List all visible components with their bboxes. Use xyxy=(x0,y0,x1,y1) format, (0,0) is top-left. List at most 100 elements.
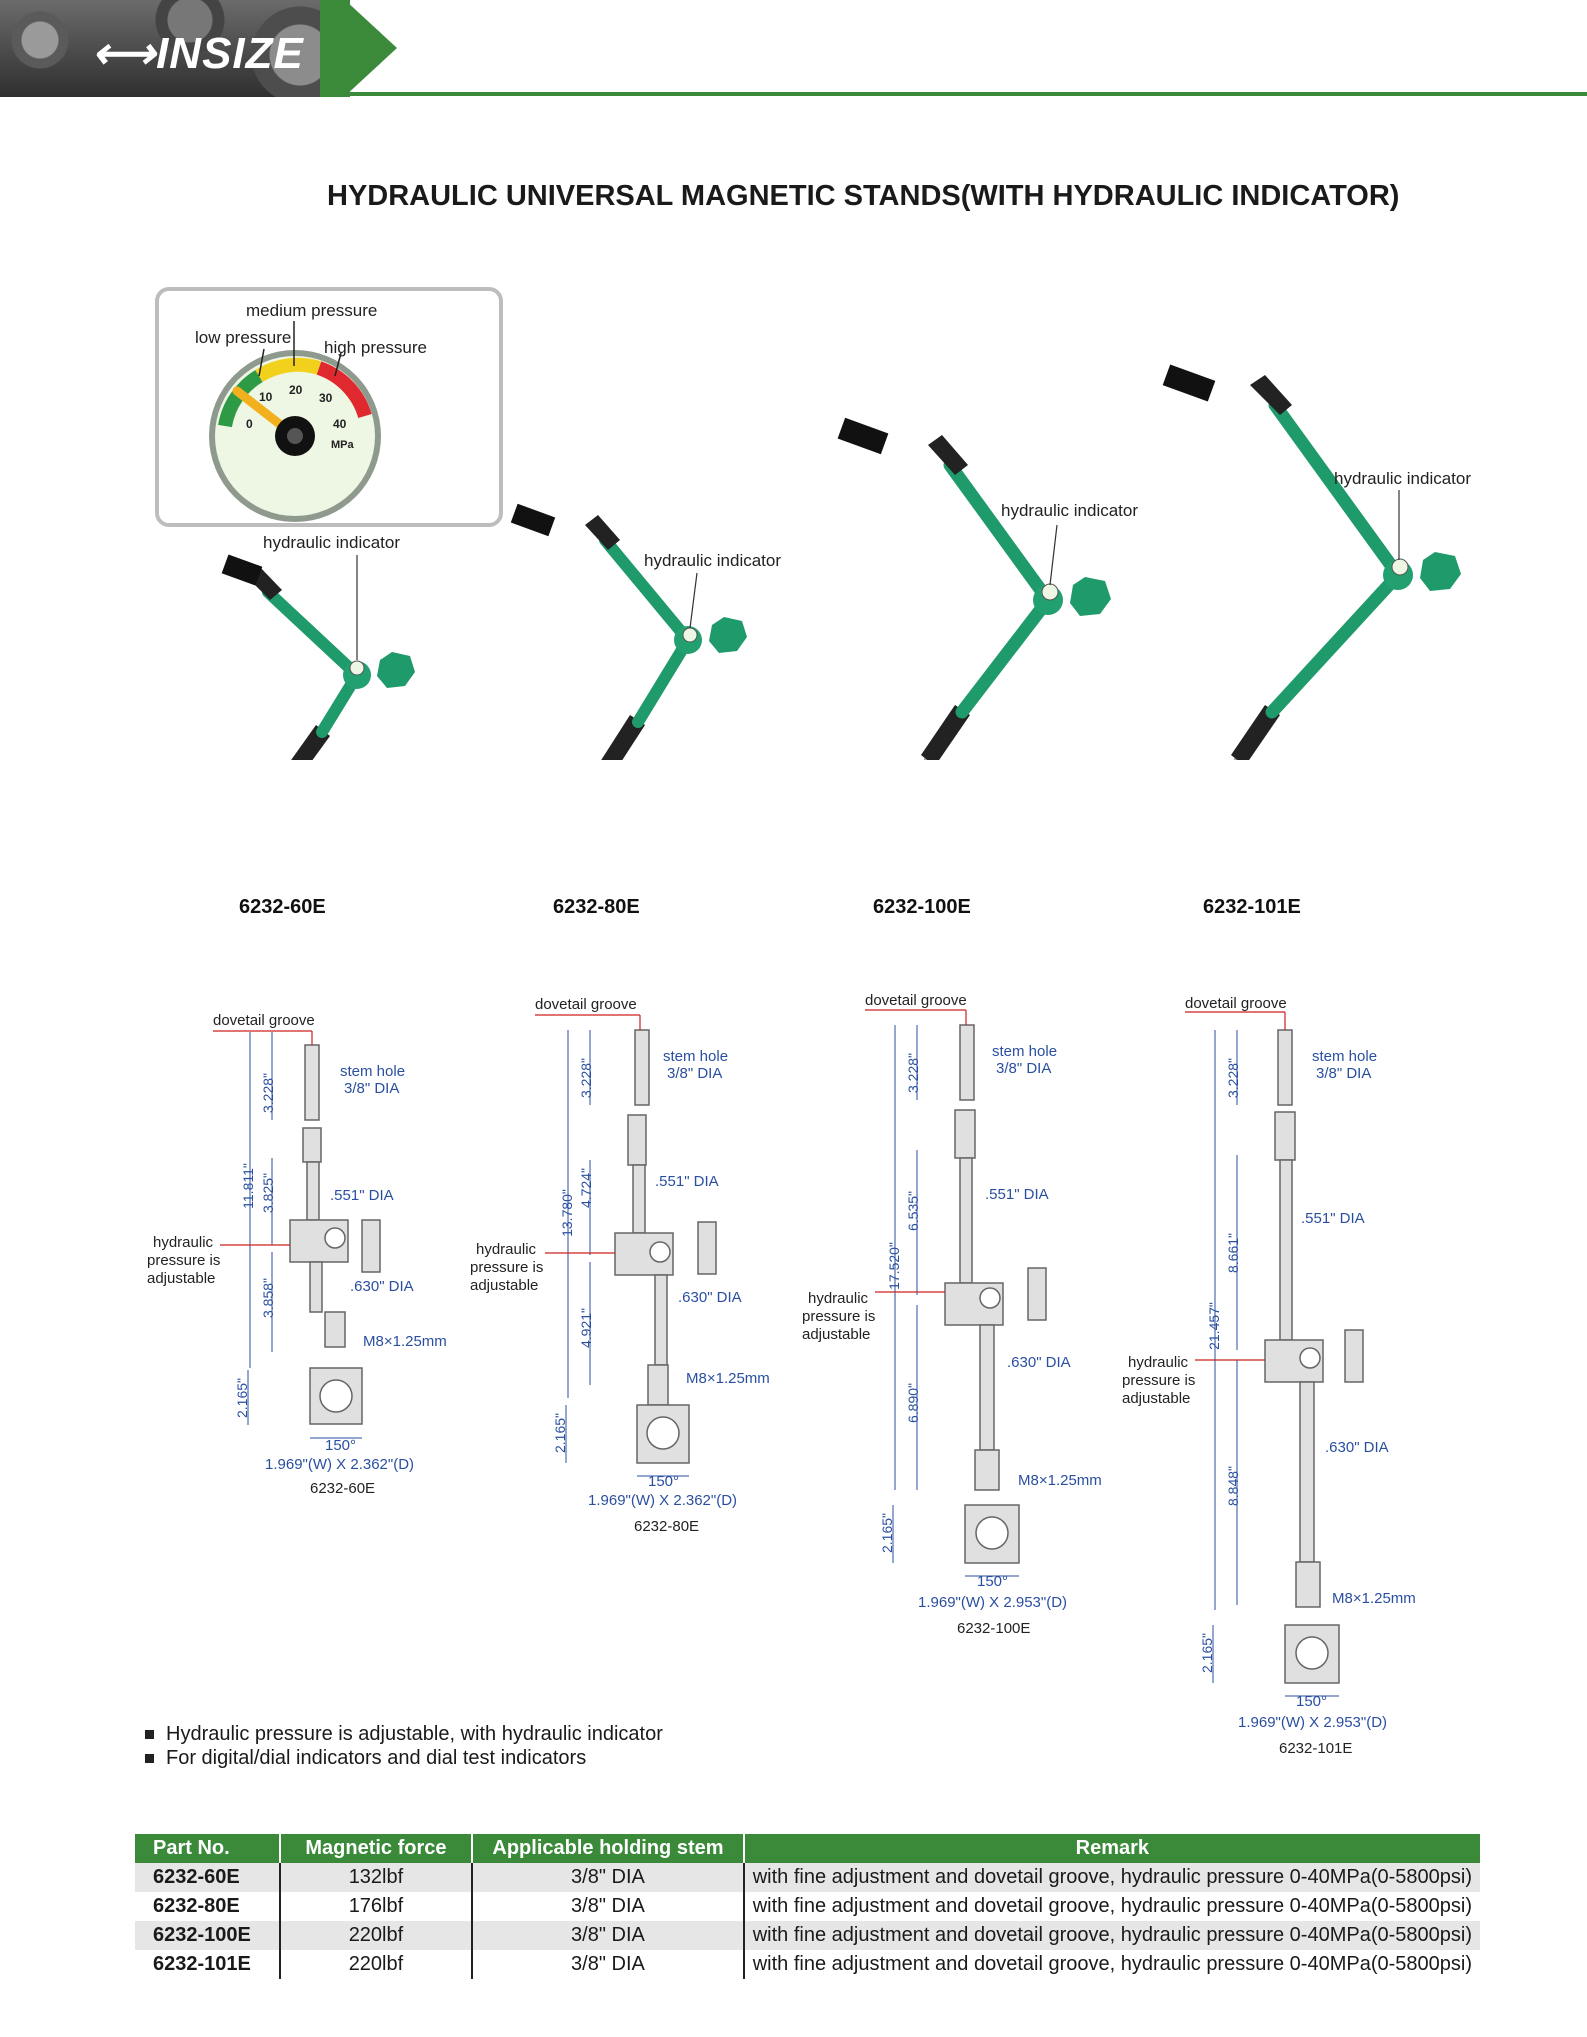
pressure-label: pressure is xyxy=(1122,1372,1196,1389)
stem-hole-label: stem hole xyxy=(663,1048,729,1065)
drawing-model-label: 6232-100E xyxy=(957,1620,1031,1637)
rod-diameter-label: .630" DIA xyxy=(1325,1439,1389,1456)
table-cell: 6232-80E xyxy=(135,1892,281,1921)
header-photo xyxy=(0,0,345,97)
pressure-label: hydraulic xyxy=(808,1290,869,1307)
hydraulic-indicator-label: hydraulic indicator xyxy=(1334,469,1472,488)
angle-label: 150° xyxy=(325,1437,357,1454)
feature-list: Hydraulic pressure is adjustable, with h… xyxy=(145,1722,663,1770)
dimension-base: 2.165" xyxy=(552,1412,569,1454)
dimension-top: 3.228" xyxy=(260,1072,277,1114)
table-row: 6232-60E 132lbf 3/8" DIA with fine adjus… xyxy=(135,1863,1480,1892)
table-cell: 6232-101E xyxy=(135,1950,281,1979)
dovetail-groove-label: dovetail groove xyxy=(865,992,967,1009)
feature-item: Hydraulic pressure is adjustable, with h… xyxy=(145,1722,663,1746)
stem-hole-label: stem hole xyxy=(340,1063,406,1080)
spec-table: Part No. Magnetic force Applicable holdi… xyxy=(135,1834,1480,1979)
dimension-top: 3.228" xyxy=(578,1057,595,1099)
base-size-label: 1.969"(W) X 2.953"(D) xyxy=(1238,1714,1388,1731)
gauge-tick: 20 xyxy=(289,383,303,397)
table-cell: with fine adjustment and dovetail groove… xyxy=(743,1892,1480,1921)
feature-item: For digital/dial indicators and dial tes… xyxy=(145,1746,663,1770)
pressure-gauge-icon: 0 10 20 30 40 MPa xyxy=(209,321,381,522)
table-cell: 176lbf xyxy=(279,1892,474,1921)
stand-photo-101e xyxy=(1162,364,1461,760)
dimension-total: 11.811" xyxy=(239,1163,256,1209)
bullet-icon xyxy=(145,1729,154,1739)
table-cell: 132lbf xyxy=(279,1863,474,1892)
model-name: 6232-80E xyxy=(553,896,640,918)
hydraulic-indicator-label: hydraulic indicator xyxy=(644,551,782,570)
hydraulic-indicator-label: hydraulic indicator xyxy=(263,533,401,552)
header-arrow xyxy=(345,0,397,96)
dovetail-groove-label: dovetail groove xyxy=(213,1012,315,1029)
thread-label: M8×1.25mm xyxy=(1018,1472,1102,1489)
pressure-label: adjustable xyxy=(802,1326,871,1343)
model-name: 6232-60E xyxy=(239,896,326,918)
pressure-label: adjustable xyxy=(147,1270,216,1287)
table-cell: 220lbf xyxy=(279,1950,474,1979)
dovetail-groove-label: dovetail groove xyxy=(1185,995,1287,1012)
rod-diameter-label: .551" DIA xyxy=(1301,1210,1365,1227)
dimension-upper: 3.825" xyxy=(260,1172,277,1214)
rod-diameter-label: .630" DIA xyxy=(678,1289,742,1306)
dimension-lower: 4.921" xyxy=(578,1307,595,1349)
column-header: Remark xyxy=(743,1834,1480,1863)
drawing-model-label: 6232-80E xyxy=(634,1518,700,1535)
brand-logo: ⟷INSIZE xyxy=(92,29,304,78)
table-cell: 6232-60E xyxy=(135,1863,281,1892)
header-rule xyxy=(345,92,1587,96)
base-size-label: 1.969"(W) X 2.362"(D) xyxy=(588,1492,738,1509)
dovetail-groove-label: dovetail groove xyxy=(535,996,637,1013)
table-cell: 3/8" DIA xyxy=(472,1863,745,1892)
base-size-label: 1.969"(W) X 2.362"(D) xyxy=(265,1456,415,1473)
table-cell: 3/8" DIA xyxy=(472,1892,745,1921)
low-pressure-label: low pressure xyxy=(195,328,292,347)
pressure-label: adjustable xyxy=(1122,1390,1191,1407)
table-cell: with fine adjustment and dovetail groove… xyxy=(743,1863,1480,1892)
table-header-row: Part No. Magnetic force Applicable holdi… xyxy=(135,1834,1480,1863)
drawing-model-label: 6232-60E xyxy=(310,1480,376,1497)
table-row: 6232-80E 176lbf 3/8" DIA with fine adjus… xyxy=(135,1892,1480,1921)
thread-label: M8×1.25mm xyxy=(686,1370,770,1387)
dimension-base: 2.165" xyxy=(879,1512,896,1554)
hydraulic-indicator-label: hydraulic indicator xyxy=(1001,501,1139,520)
gauge-unit: MPa xyxy=(331,439,355,451)
bullet-icon xyxy=(145,1753,154,1763)
dimension-top: 3.228" xyxy=(1225,1057,1242,1099)
base-size-label: 1.969"(W) X 2.953"(D) xyxy=(918,1594,1068,1611)
gauge-tick: 40 xyxy=(333,417,347,431)
table-cell: 3/8" DIA xyxy=(472,1950,745,1979)
rod-diameter-label: .630" DIA xyxy=(350,1278,414,1295)
column-header: Applicable holding stem xyxy=(472,1834,745,1863)
angle-label: 150° xyxy=(1296,1693,1328,1710)
pressure-label: pressure is xyxy=(802,1308,876,1325)
gauge-tick: 0 xyxy=(246,417,253,431)
angle-label: 150° xyxy=(648,1473,680,1490)
dimension-lower: 8.848" xyxy=(1225,1465,1242,1507)
stem-dia-label: 3/8" DIA xyxy=(996,1060,1052,1077)
stand-photo-80e xyxy=(510,503,747,760)
stand-illustrations xyxy=(221,364,1461,760)
dimension-top: 3.228" xyxy=(905,1052,922,1094)
drawing-model-label: 6232-101E xyxy=(1279,1740,1353,1757)
pressure-label: adjustable xyxy=(470,1277,539,1294)
stem-dia-label: 3/8" DIA xyxy=(667,1065,723,1082)
stem-hole-label: stem hole xyxy=(1312,1048,1378,1065)
pressure-label: hydraulic xyxy=(476,1241,537,1258)
gauge-tick: 30 xyxy=(319,391,333,405)
pressure-label: hydraulic xyxy=(153,1234,214,1251)
table-cell: 6232-100E xyxy=(135,1921,281,1950)
rod-diameter-label: .630" DIA xyxy=(1007,1354,1071,1371)
pressure-label: pressure is xyxy=(147,1252,221,1269)
pressure-label: hydraulic xyxy=(1128,1354,1189,1371)
model-name: 6232-101E xyxy=(1203,896,1301,918)
table-row: 6232-100E 220lbf 3/8" DIA with fine adju… xyxy=(135,1921,1480,1950)
dimension-upper: 4.724" xyxy=(578,1167,595,1209)
table-cell: with fine adjustment and dovetail groove… xyxy=(743,1950,1480,1979)
table-cell: 3/8" DIA xyxy=(472,1921,745,1950)
rod-diameter-label: .551" DIA xyxy=(655,1173,719,1190)
stem-dia-label: 3/8" DIA xyxy=(1316,1065,1372,1082)
table-row: 6232-101E 220lbf 3/8" DIA with fine adju… xyxy=(135,1950,1480,1979)
stand-photo-100e xyxy=(837,417,1111,760)
